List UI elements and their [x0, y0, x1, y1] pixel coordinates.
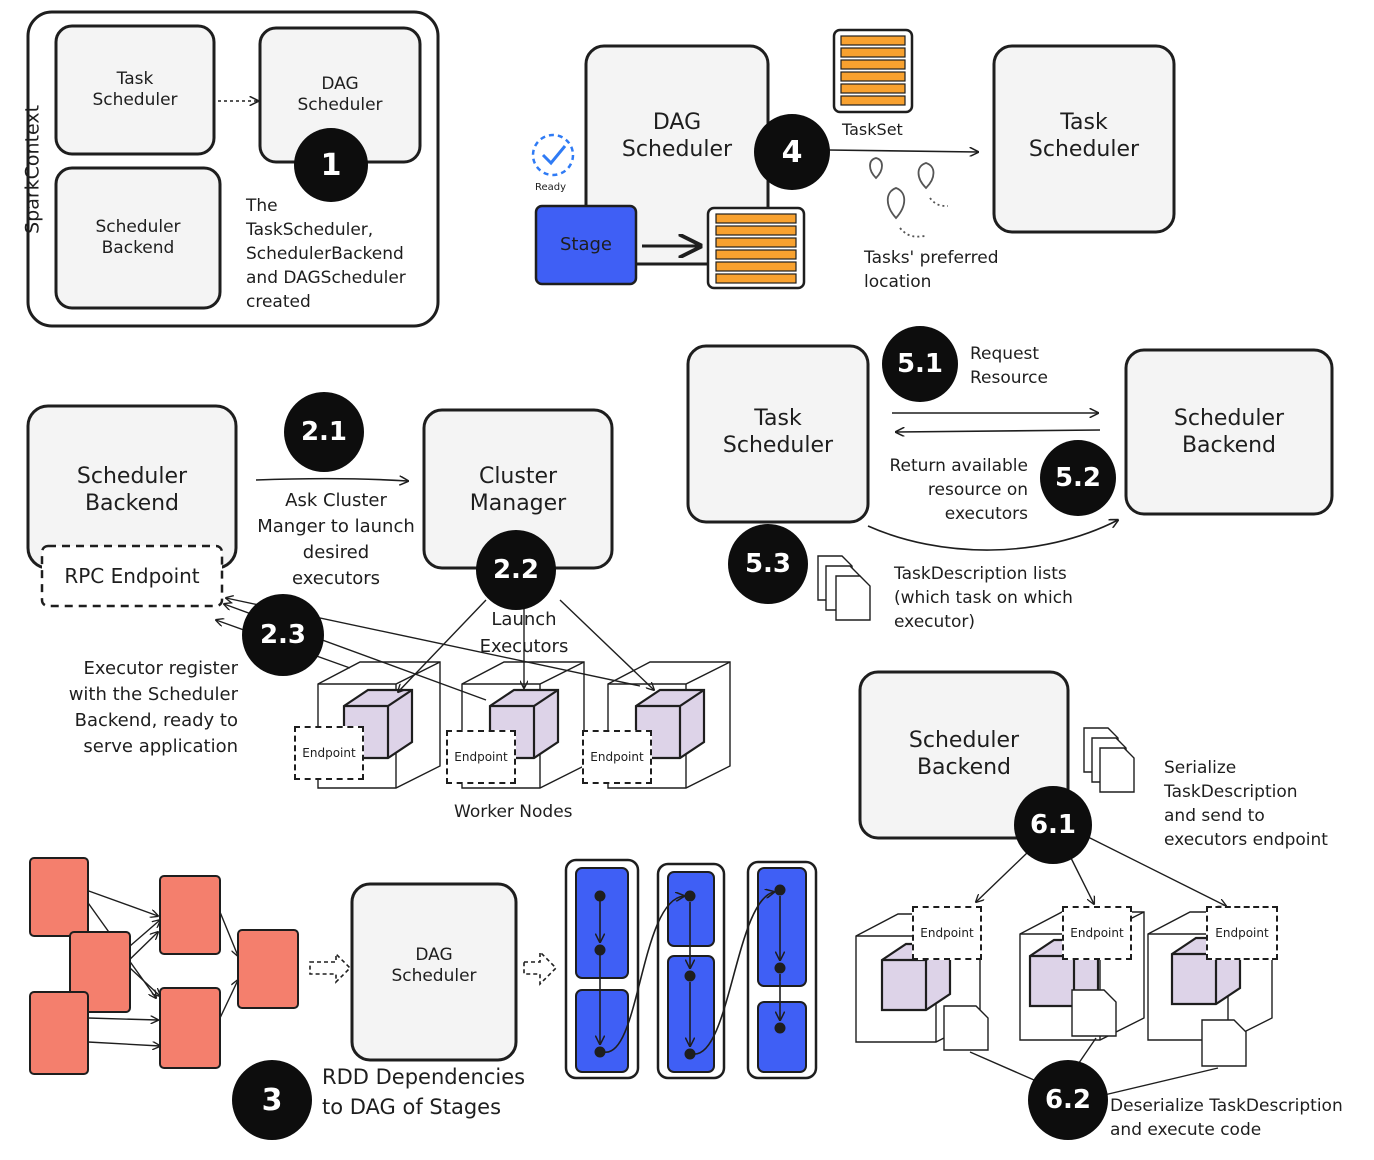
serialize-label: Serialize TaskDescription and send to ex…	[1164, 758, 1328, 850]
dispatch-arrow-3	[1085, 835, 1226, 906]
preferred-location-label: Tasks' preferred location	[864, 248, 999, 292]
executor-1-endpoint: Endpoint	[912, 906, 982, 960]
step-2-2-badge: 2.2	[476, 530, 556, 610]
step-6-2-badge: 6.2	[1028, 1060, 1108, 1140]
dag-to-task-scheduler-arrow	[827, 150, 978, 152]
stage-label: Stage	[559, 233, 612, 255]
step-2-1-badge: 2.1	[284, 392, 364, 472]
spark-context-frame	[26, 10, 440, 328]
spark-context-frame-label: SparkContext	[21, 104, 44, 234]
rdd-to-dag-caption: RDD Dependencies to DAG of Stages	[322, 1065, 526, 1119]
dispatch-arrow-2	[1069, 855, 1094, 904]
step-1-badge: 1	[294, 128, 368, 202]
executor-3-endpoint: Endpoint	[1206, 906, 1278, 960]
worker-nodes-label: Worker Nodes	[454, 802, 573, 822]
dispatch-arrow-1	[976, 851, 1029, 902]
scheduler-backend-label: Scheduler Backend	[95, 216, 181, 258]
rdd-to-dag-hollow-arrow	[309, 952, 352, 984]
task-description-list-label: TaskDescription lists (which task on whi…	[894, 564, 1073, 632]
worker-3-endpoint: Endpoint	[582, 730, 652, 784]
step-5-3-badge: 5.3	[728, 524, 808, 604]
launch-arrow-1	[398, 599, 487, 692]
step-4-badge: 4	[754, 114, 830, 190]
task-scheduler-label: Task Scheduler	[92, 68, 178, 110]
taskset-stack-bottom	[706, 206, 806, 290]
task-document-icons-6	[943, 989, 1247, 1067]
executor-register-label: Executor register with the Scheduler Bac…	[68, 658, 238, 757]
stages-dag	[564, 858, 818, 1080]
dag-scheduler-box-3	[350, 882, 518, 1062]
scheduler-backend-box-5	[1124, 348, 1334, 516]
step-6-1-badge: 6.1	[1014, 786, 1092, 864]
launch-executors-label: Launch Executors	[479, 609, 569, 657]
rpc-endpoint-label: RPC Endpoint	[64, 563, 200, 588]
backend-to-cluster-arrow	[255, 479, 408, 481]
rdd-graph	[29, 857, 299, 1075]
launch-arrow-3	[559, 599, 654, 690]
rpc-endpoint-box	[40, 544, 224, 608]
task-description-arrow	[867, 520, 1118, 551]
worker-2-endpoint: Endpoint	[446, 730, 516, 784]
dag-scheduler-label: DAG Scheduler	[297, 74, 383, 116]
cluster-manager-label: Cluster Manager	[469, 463, 567, 517]
worker-1-endpoint: Endpoint	[294, 726, 364, 780]
ready-check-icon	[531, 133, 575, 177]
task-scheduler-box-4	[992, 44, 1176, 234]
scheduler-backend-5-label: Scheduler Backend	[1173, 405, 1285, 459]
scheduler-backend-6-label: Scheduler Backend	[908, 727, 1020, 781]
task-scheduler-5-label: Task Scheduler	[722, 405, 834, 459]
task-scheduler-box	[54, 24, 216, 156]
ask-cluster-label: Ask Cluster Manger to launch desired exe…	[257, 490, 415, 589]
stage-block	[534, 204, 638, 286]
task-scheduler-box-5	[686, 344, 870, 524]
return-resource-label: Return available resource on executors	[889, 456, 1028, 524]
executor-2-endpoint: Endpoint	[1062, 906, 1132, 960]
scheduler-backend-box	[54, 166, 222, 310]
task-scheduler-4-label: Task Scheduler	[1028, 109, 1140, 163]
step-1-caption: The TaskScheduler, SchedulerBackend and …	[246, 196, 406, 312]
location-pin-icons	[869, 157, 949, 238]
scheduler-backend-box-6	[858, 670, 1070, 840]
step-5-2-badge: 5.2	[1040, 440, 1116, 516]
step-2-3-badge: 2.3	[242, 594, 324, 676]
scheduler-backend-2-label: Scheduler Backend	[76, 463, 188, 517]
taskset-label: TaskSet	[842, 120, 903, 139]
dag-to-stages-hollow-arrow	[523, 950, 558, 986]
return-arrow	[896, 430, 1101, 432]
document-stack-icon-6	[1083, 727, 1135, 793]
taskset-stack-top	[832, 28, 914, 114]
request-resource-label: Request Resource	[970, 344, 1048, 388]
step-3-badge: 3	[232, 1060, 312, 1140]
deserialize-label: Deserialize TaskDescription and execute …	[1110, 1096, 1343, 1140]
dag-scheduler-4-label: DAG Scheduler	[621, 109, 733, 163]
document-stack-icon-5	[817, 555, 871, 621]
step-5-1-badge: 5.1	[882, 326, 958, 402]
ready-label: Ready	[535, 182, 567, 193]
dag-scheduler-3-label: DAG Scheduler	[391, 944, 477, 986]
